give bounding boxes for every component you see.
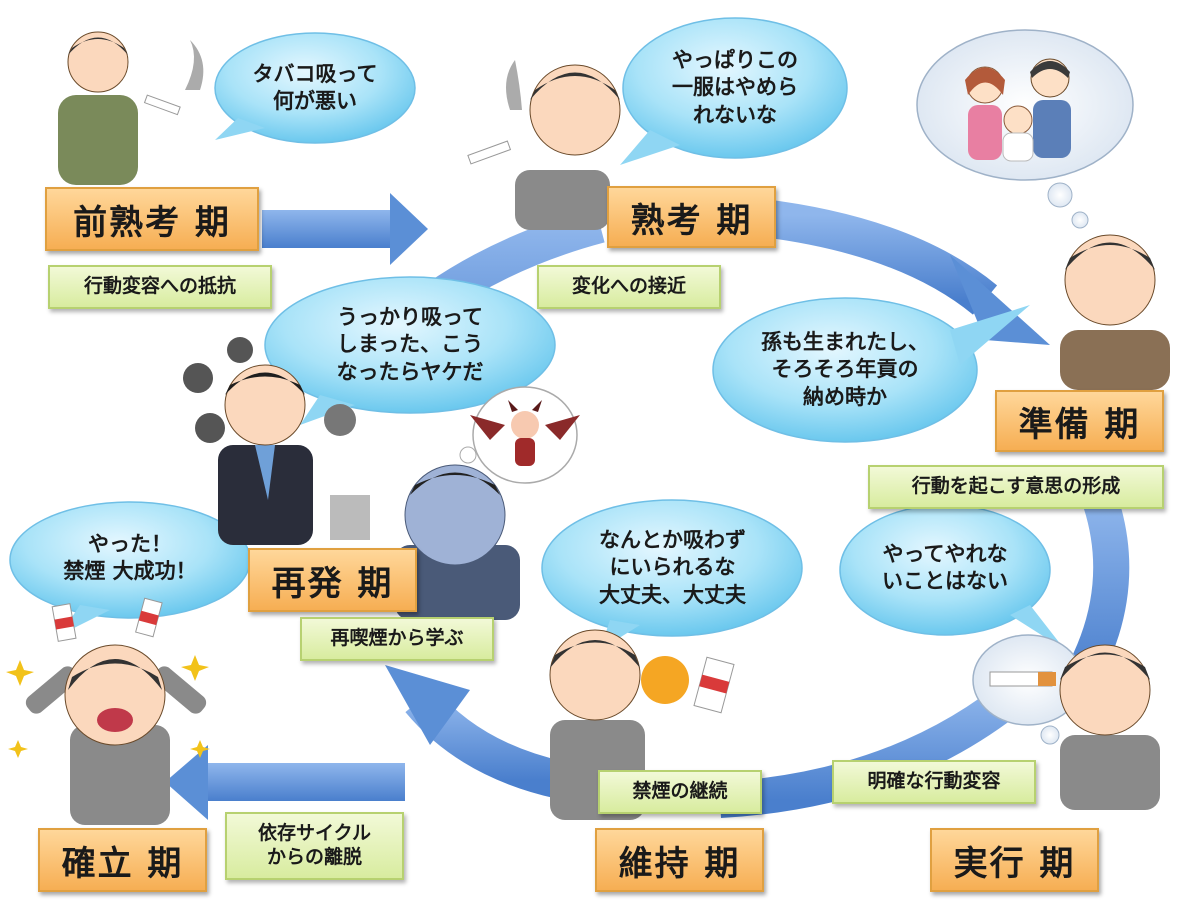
speech-bubble-relapse	[264, 276, 556, 425]
speech-bubble-precontemplation	[214, 32, 416, 144]
speech-line: 禁煙 大成功！	[63, 559, 197, 583]
speech-line: やった！	[88, 531, 172, 556]
family-icon	[965, 58, 1071, 162]
thought-cloud-craving	[972, 634, 1084, 745]
speech-line: うっかり吸って	[337, 305, 483, 330]
speech-bubble-contemplation	[620, 17, 848, 165]
stage-note-termination: 依存サイクル からの離脱	[225, 812, 404, 880]
stage-note-preparation: 行動を起こす意思の形成	[868, 465, 1164, 509]
stage-label-action: 実行 期	[930, 828, 1099, 892]
speech-text-preparation: 孫も生まれたし、 そろそろ年貢の 納め時か	[735, 322, 955, 418]
stage-note-action: 明確な行動変容	[832, 760, 1036, 804]
speech-line: やってやれな	[882, 541, 1008, 566]
speech-text-relapse: うっかり吸って しまった、こう なったらヤケだ	[300, 297, 520, 393]
stage-label-contemplation: 熟考 期	[607, 186, 776, 248]
stage-label-precontemplation: 前熟考 期	[45, 187, 259, 251]
stage-label-relapse: 再発 期	[248, 548, 417, 612]
note-line: 依存サイクル	[257, 822, 372, 845]
smoke-puffs	[183, 337, 356, 443]
tempted-man-icon	[395, 464, 520, 620]
devil-icon	[470, 400, 580, 466]
speech-text-precontemplation: タバコ吸って 何が悪い	[235, 55, 395, 121]
stage-label-maintenance: 維持 期	[595, 828, 764, 892]
stage-note-contemplation: 変化への接近	[537, 265, 721, 309]
speech-line: なんとか吸わず	[599, 528, 746, 553]
speech-line: 何が悪い	[273, 89, 357, 113]
speech-line: 大丈夫、大丈夫	[599, 582, 746, 607]
stage-note-relapse: 再喫煙から学ぶ	[300, 617, 494, 661]
speech-line: やっぱりこの	[672, 48, 798, 73]
stage-note-maintenance: 禁煙の継続	[598, 770, 762, 814]
thought-cloud-devil	[449, 386, 580, 484]
speech-bubble-preparation	[712, 297, 1030, 443]
arrow-maintenance-to-relapse	[385, 665, 565, 799]
speech-line: 孫も生まれたし、	[761, 330, 929, 355]
smoker-man-icon	[58, 31, 204, 185]
speech-text-contemplation: やっぱりこの 一服はやめら れないな	[640, 40, 830, 136]
stage-label-preparation: 準備 期	[995, 390, 1164, 452]
sparkle-icon	[6, 655, 210, 758]
speech-line: いことはない	[882, 569, 1008, 593]
relapse-man-icon	[218, 364, 370, 545]
speech-line: にいられるな	[609, 555, 736, 580]
note-line: からの離脱	[266, 846, 362, 868]
speech-text-termination: やった！ 禁煙 大成功！	[35, 525, 225, 591]
preparation-man-icon	[1060, 234, 1170, 390]
arrow-precontemplation-to-contemplation	[262, 193, 428, 265]
speech-line: 一服はやめら	[672, 75, 798, 100]
contemplation-man-icon	[467, 60, 621, 230]
stage-note-precontemplation: 行動変容への抵抗	[48, 265, 272, 309]
flying-cigarette-icon	[51, 597, 163, 642]
speech-line: なったらヤケだ	[336, 359, 484, 384]
action-man-icon	[1059, 644, 1160, 810]
cigarette-icon	[467, 140, 512, 165]
speech-line: しまった、こう	[336, 332, 484, 357]
speech-line: タバコ吸って	[252, 61, 378, 86]
speech-line: 納め時か	[803, 384, 887, 409]
speech-line: そろそろ年貢の	[771, 357, 919, 382]
speech-text-maintenance: なんとか吸わず にいられるな 大丈夫、大丈夫	[565, 520, 780, 616]
termination-man-icon	[25, 644, 207, 825]
speech-line: れないな	[693, 102, 777, 127]
speech-text-action: やってやれな いことはない	[860, 535, 1030, 601]
arrow-maintenance-to-termination	[165, 745, 405, 820]
stage-label-termination: 確立 期	[38, 828, 207, 892]
